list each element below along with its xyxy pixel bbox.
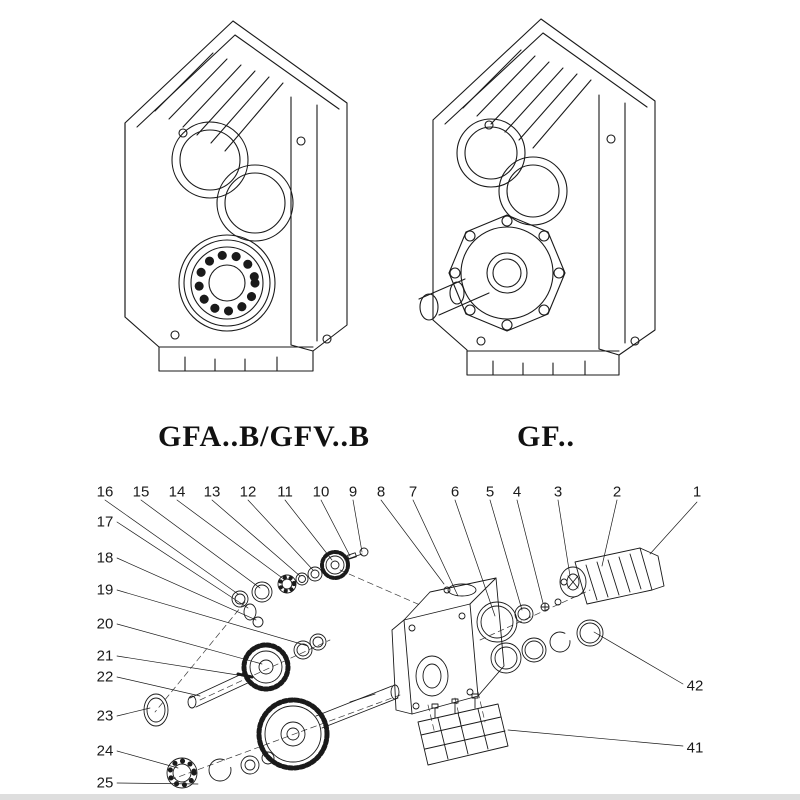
cover-rings <box>490 619 604 674</box>
model-label-gf: GF.. <box>517 420 575 453</box>
part-callout: 13 <box>203 483 221 501</box>
part-callout: 42 <box>686 677 704 695</box>
part-callout: 25 <box>96 774 114 792</box>
bottom-cover <box>417 693 509 766</box>
part-callout: 20 <box>96 615 114 633</box>
part-callout: 24 <box>96 742 114 760</box>
part-callout: 4 <box>512 483 522 501</box>
part-callout: 11 <box>277 483 293 501</box>
part-callout: 15 <box>132 483 150 501</box>
exploded-drawing <box>104 499 698 789</box>
part-callout: 7 <box>408 483 418 501</box>
housing <box>391 577 505 715</box>
part-callout: 12 <box>239 483 257 501</box>
part-callout: 16 <box>96 483 114 501</box>
model-label-gfab: GFA..B/GFV..B <box>158 420 370 453</box>
part-callout: 2 <box>612 483 622 501</box>
input-side-rings <box>476 598 562 643</box>
input-shaft-parts <box>231 547 369 628</box>
leader-lines-left <box>116 521 309 785</box>
output-gear-parts <box>166 684 400 789</box>
motor <box>559 547 665 605</box>
part-callout: 41 <box>686 739 704 757</box>
part-callout: 3 <box>553 483 563 501</box>
model-labels: GFA..B/GFV..B GF.. <box>0 416 800 464</box>
part-callout: 22 <box>96 668 114 686</box>
leader-lines-right <box>507 631 684 747</box>
gearbox-drawing-gf <box>418 18 656 376</box>
part-callout: 23 <box>96 707 114 725</box>
part-callout: 17 <box>96 513 114 531</box>
assembly-axes <box>154 569 591 781</box>
part-callout: 21 <box>96 647 114 665</box>
part-callout: 8 <box>376 483 386 501</box>
part-callout: 5 <box>485 483 495 501</box>
part-callout: 9 <box>348 483 358 501</box>
leader-lines-top <box>104 499 698 617</box>
part-callout: 14 <box>168 483 186 501</box>
part-callout: 19 <box>96 581 114 599</box>
exploded-parts-diagram: 16 15 14 13 12 11 10 9 8 7 6 5 4 3 2 1 1… <box>0 470 800 800</box>
part-callout: 18 <box>96 549 114 567</box>
gearbox-drawing-gfab <box>124 20 348 372</box>
part-callout: 6 <box>450 483 460 501</box>
intermediate-gear-parts <box>143 633 327 727</box>
part-callout: 1 <box>692 483 702 501</box>
part-callout: 10 <box>312 483 330 501</box>
page-edge <box>0 794 800 800</box>
